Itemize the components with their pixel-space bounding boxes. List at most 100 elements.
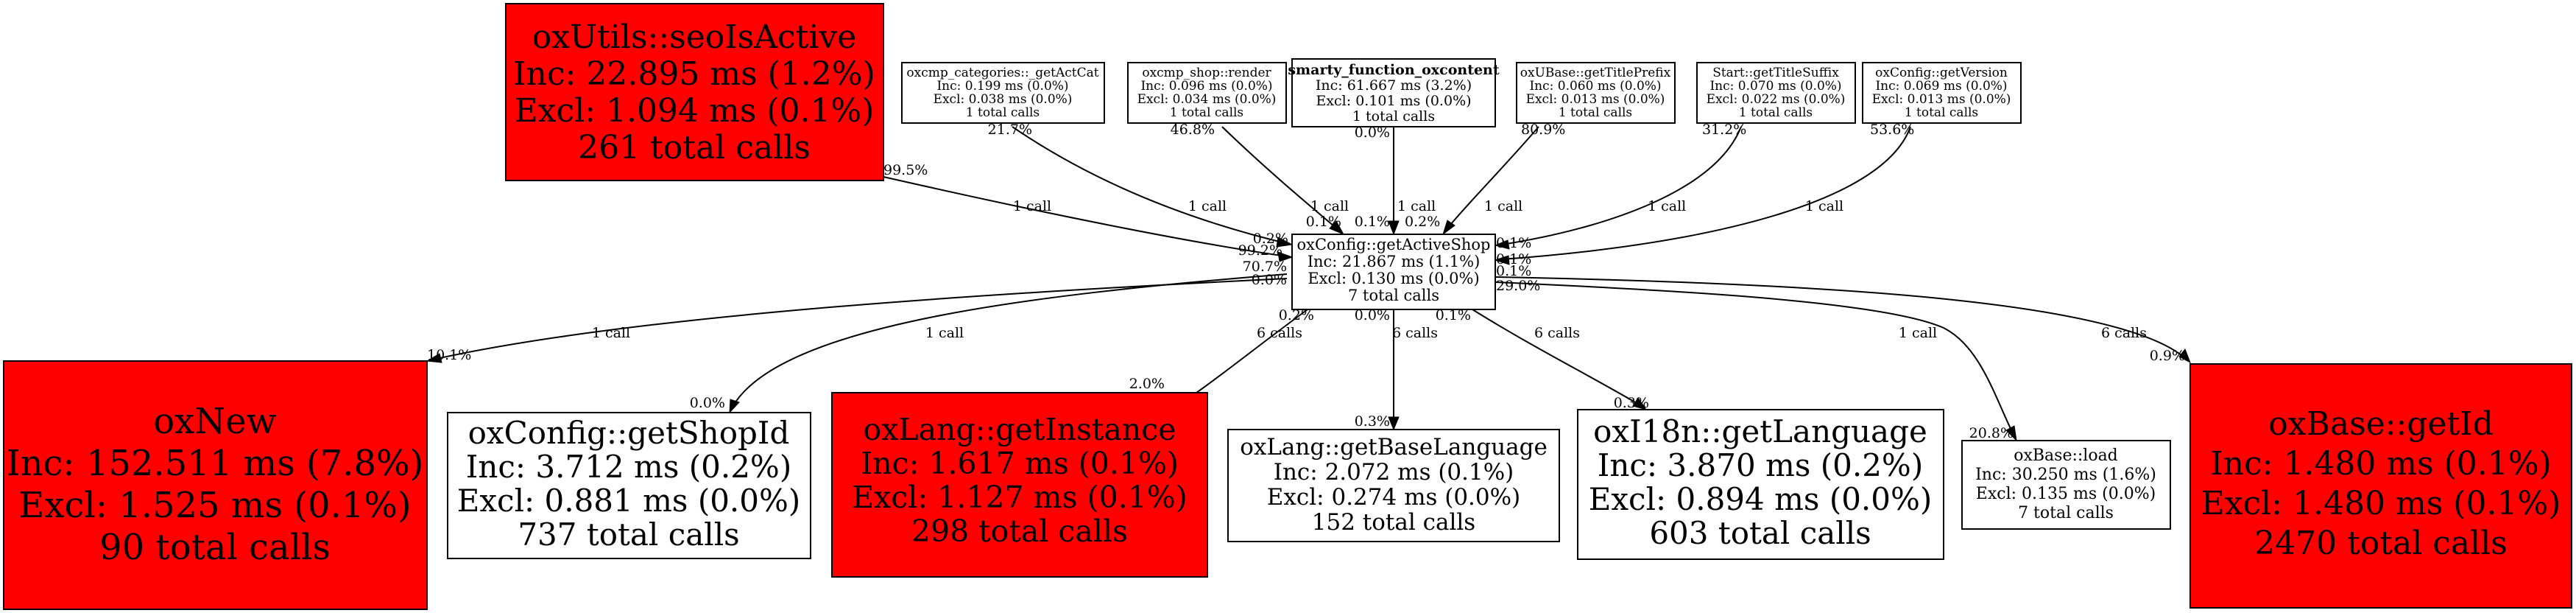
node-get-version-inc: Inc: 0.069 ms (0.0%) [1875,79,2007,94]
node-get-version-excl: Excl: 0.013 ms (0.0%) [1872,92,2011,107]
node-get-active-shop-name: oxConfig::getActiveShop [1296,236,1490,253]
node-seo-inc: Inc: 22.895 ms (1.2%) [513,55,875,93]
edge-smarty-head-pct: 0.1% [1355,214,1390,230]
edge-shop-render-to-active-shop: 1 call 46.8% 0.1% [1171,122,1349,236]
node-base-get-id-excl: Excl: 1.480 ms (0.1%) [2201,485,2561,522]
edge-version-head-pct: 0.1% [1496,251,1531,267]
node-get-shop-id-inc: Inc: 3.712 ms (0.2%) [466,449,791,485]
edge-baselang-head-pct: 0.3% [1355,413,1390,430]
edge-seo-tail-pct: 99.5% [883,162,928,178]
node-title-suffix-name: Start::getTitleSuffix [1712,66,1839,80]
edge-active-shop-to-shopid: 1 call 70.7% 0.0% [690,259,1288,414]
edge-version-tail-pct: 53.6% [1870,122,1914,138]
node-oxnew-calls: 90 total calls [99,527,331,568]
node-actcat: oxcmp_categories::_getActCat Inc: 0.199 … [901,62,1105,124]
node-base-load-inc: Inc: 30.250 ms (1.6%) [1975,466,2156,484]
node-base-load-calls: 7 total calls [2018,504,2114,522]
node-get-instance-name: oxLang::getInstance [864,412,1176,447]
edge-instance-label: 6 calls [1257,325,1302,341]
edge-load-head-pct: 20.8% [1969,425,2014,441]
edge-active-shop-to-baselang: 6 calls 0.0% 0.3% [1355,307,1438,431]
node-get-base-language-inc: Inc: 2.072 ms (0.1%) [1274,459,1514,486]
edge-version-label: 1 call [1805,198,1843,214]
node-base-get-id-name: oxBase::getId [2268,405,2494,443]
edge-title-prefix-head-pct: 0.2% [1405,214,1440,230]
edge-shop-render-head-pct: 0.1% [1306,214,1341,230]
node-seo-is-active: oxUtils::seoIsActive Inc: 22.895 ms (1.2… [505,3,884,181]
edge-load-label: 1 call [1899,325,1937,341]
node-title-suffix-calls: 1 total calls [1739,105,1813,120]
node-get-shop-id-calls: 737 total calls [518,516,739,553]
edge-shopid-label: 1 call [925,325,964,341]
edge-i18n-tail-pct: 0.1% [1436,307,1471,323]
node-base-load-name: oxBase::load [2014,446,2118,465]
edge-actcat-to-active-shop: 1 call 21.7% 0.2% [988,122,1294,248]
node-seo-name: oxUtils::seoIsActive [532,18,857,56]
edge-instance-tail-pct: 0.2% [1279,307,1314,323]
edge-i18n-head-pct: 0.3% [1614,395,1649,411]
edge-title-suffix-head-pct: 0.1% [1496,235,1531,251]
node-shop-render-name: oxcmp_shop::render [1142,66,1271,80]
node-base-get-id-inc: Inc: 1.480 ms (0.1%) [2210,445,2552,483]
node-base-get-id-calls: 2470 total calls [2254,525,2508,562]
edge-smarty-to-active-shop: 1 call 0.0% 0.1% [1355,125,1436,236]
node-base-get-id: oxBase::getId Inc: 1.480 ms (0.1%) Excl:… [2189,363,2572,609]
edge-load-tail-pct: 29.0% [1496,278,1540,294]
edge-baselang-label: 6 calls [1392,325,1438,341]
node-get-active-shop-excl: Excl: 0.130 ms (0.0%) [1308,270,1479,287]
node-actcat-calls: 1 total calls [966,105,1040,120]
node-get-base-language: oxLang::getBaseLanguage Inc: 2.072 ms (0… [1227,429,1560,542]
node-get-active-shop-calls: 7 total calls [1348,287,1439,304]
node-get-base-language-name: oxLang::getBaseLanguage [1240,434,1548,460]
node-title-prefix-calls: 1 total calls [1559,105,1632,120]
node-base-load: oxBase::load Inc: 30.250 ms (1.6%) Excl:… [1961,440,2171,530]
node-actcat-name: oxcmp_categories::_getActCat [906,66,1098,80]
node-title-suffix: Start::getTitleSuffix Inc: 0.070 ms (0.0… [1696,62,1856,124]
edge-seo-to-active-shop: 1 call 99.5% 99.2% [883,162,1294,262]
edge-active-shop-to-getid: 6 calls 0.1% 0.9% [1495,263,2191,364]
node-get-instance-inc: Inc: 1.617 ms (0.1%) [861,446,1179,481]
node-get-language-excl: Excl: 0.894 ms (0.0%) [1589,481,1933,517]
node-oxnew-name: oxNew [153,401,276,442]
node-smarty-inc: Inc: 61.667 ms (3.2%) [1316,77,1472,94]
node-shop-render-excl: Excl: 0.034 ms (0.0%) [1137,92,1277,107]
edge-title-suffix-to-active-shop: 1 call 31.2% 0.1% [1494,122,1746,251]
edge-shopid-tail-pct: 70.7% [1243,259,1287,275]
edge-title-suffix-label: 1 call [1648,198,1686,214]
edge-baselang-tail-pct: 0.0% [1355,307,1390,323]
edge-oxnew-head-pct: 10.1% [427,347,471,363]
node-get-language-name: oxI18n::getLanguage [1593,413,1927,449]
node-shop-render-inc: Inc: 0.096 ms (0.0%) [1140,79,1272,94]
edge-getid-head-pct: 0.9% [2150,348,2185,364]
node-oxnew-excl: Excl: 1.525 ms (0.1%) [18,485,411,526]
edge-active-shop-to-i18n: 6 calls 0.1% 0.3% [1436,307,1649,411]
edge-title-prefix-to-active-shop: 1 call 80.9% 0.2% [1405,122,1565,236]
node-title-prefix-inc: Inc: 0.060 ms (0.0%) [1529,79,1661,94]
node-get-language: oxI18n::getLanguage Inc: 3.870 ms (0.2%)… [1577,409,1944,560]
node-get-version-calls: 1 total calls [1905,105,1978,120]
node-get-base-language-calls: 152 total calls [1312,509,1475,536]
node-get-active-shop: oxConfig::getActiveShop Inc: 21.867 ms (… [1291,234,1496,310]
node-base-load-excl: Excl: 0.135 ms (0.0%) [1976,485,2156,503]
node-smarty-name: smarty_function_oxcontent [1288,62,1500,78]
edge-shop-render-tail-pct: 46.8% [1171,122,1215,138]
edge-smarty-tail-pct: 0.0% [1355,125,1390,141]
edge-active-shop-to-load: 1 call 29.0% 20.8% [1495,278,2017,442]
node-get-version-name: oxConfig::getVersion [1875,66,2008,80]
node-smarty-oxcontent: smarty_function_oxcontent Inc: 61.667 ms… [1288,58,1500,127]
edge-actcat-tail-pct: 21.7% [988,122,1032,138]
node-get-base-language-excl: Excl: 0.274 ms (0.0%) [1267,484,1520,511]
node-shop-render: oxcmp_shop::render Inc: 0.096 ms (0.0%) … [1127,62,1287,124]
node-get-shop-id: oxConfig::getShopId Inc: 3.712 ms (0.2%)… [447,412,811,559]
node-get-version: oxConfig::getVersion Inc: 0.069 ms (0.0%… [1862,62,2022,124]
node-get-language-calls: 603 total calls [1649,515,1871,551]
node-title-prefix: oxUBase::getTitlePrefix Inc: 0.060 ms (0… [1516,62,1676,124]
node-get-language-inc: Inc: 3.870 ms (0.2%) [1598,447,1923,483]
edge-actcat-head-pct: 0.2% [1253,231,1288,247]
edge-title-suffix-tail-pct: 31.2% [1702,122,1746,138]
edge-getid-label: 6 calls [2101,325,2147,341]
node-smarty-calls: 1 total calls [1352,108,1435,125]
edge-actcat-label: 1 call [1188,198,1227,214]
node-title-suffix-excl: Excl: 0.022 ms (0.0%) [1707,92,1846,107]
